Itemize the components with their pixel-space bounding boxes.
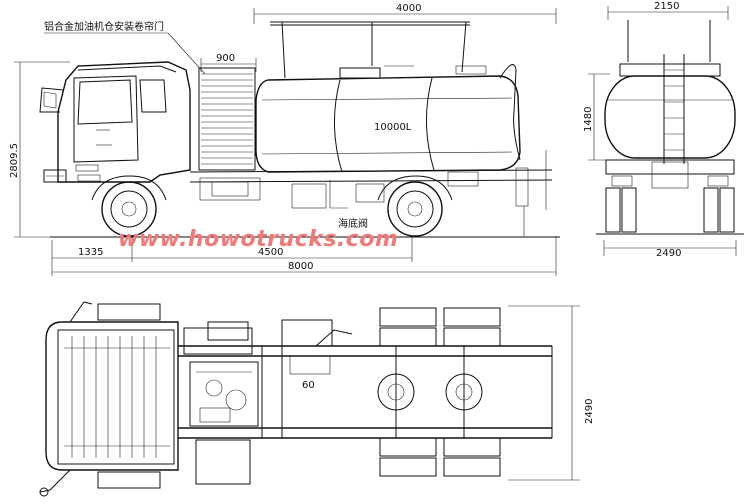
side-view: 4000 铝合金加油机仓安装卷帘门 900 2809.5	[9, 3, 560, 276]
dim-total-height: 2809.5	[9, 61, 70, 238]
dim-tank-length: 4000	[253, 3, 557, 24]
dim-rear-track-width: 2490	[603, 240, 737, 259]
chassis-side: 海底阀	[189, 150, 553, 236]
dim-rear-track-width-label: 2490	[656, 248, 681, 259]
rear-ladder	[663, 54, 685, 164]
front-wheel	[91, 175, 167, 237]
rear-view: 2150 1480	[583, 1, 744, 259]
plan-note: 60	[302, 380, 315, 391]
pump-cabinet	[198, 67, 256, 171]
fuel-tank-side: 10000L	[255, 64, 521, 173]
dim-plan-width: 2490	[508, 305, 595, 481]
plan-rear-wheels	[377, 307, 501, 477]
plan-view: 60 2490	[39, 301, 595, 497]
rear-wheel	[377, 175, 453, 237]
dim-front-overhang: 1335	[51, 236, 133, 276]
dim-wheelbase: 4500	[132, 236, 413, 262]
cabinet-note: 铝合金加油机仓安装卷帘门	[44, 20, 164, 33]
tank-handrail	[270, 21, 470, 79]
dim-total-length: 8000	[52, 236, 557, 276]
dim-plan-width-label: 2490	[584, 399, 595, 424]
dim-tank-height-label: 1480	[583, 107, 594, 132]
watermark: www.howotrucks.com	[118, 227, 398, 252]
dim-cabinet-width: 900	[200, 53, 257, 72]
cab-side	[39, 61, 191, 183]
dim-cabinet-width-label: 900	[216, 53, 235, 64]
dim-rear-top-width-label: 2150	[654, 1, 679, 12]
tank-capacity: 10000L	[374, 122, 412, 133]
dim-rear-top-width: 2150	[607, 1, 729, 20]
dim-wheelbase-label: 4500	[258, 247, 283, 258]
dim-total-length-label: 8000	[288, 261, 313, 272]
dim-tank-height: 1480	[583, 73, 610, 161]
dim-total-height-label: 2809.5	[9, 143, 20, 178]
dim-tank-length-label: 4000	[396, 3, 421, 14]
dim-front-overhang-label: 1335	[78, 247, 103, 258]
bottom-valve-label: 海底阀	[338, 217, 368, 230]
